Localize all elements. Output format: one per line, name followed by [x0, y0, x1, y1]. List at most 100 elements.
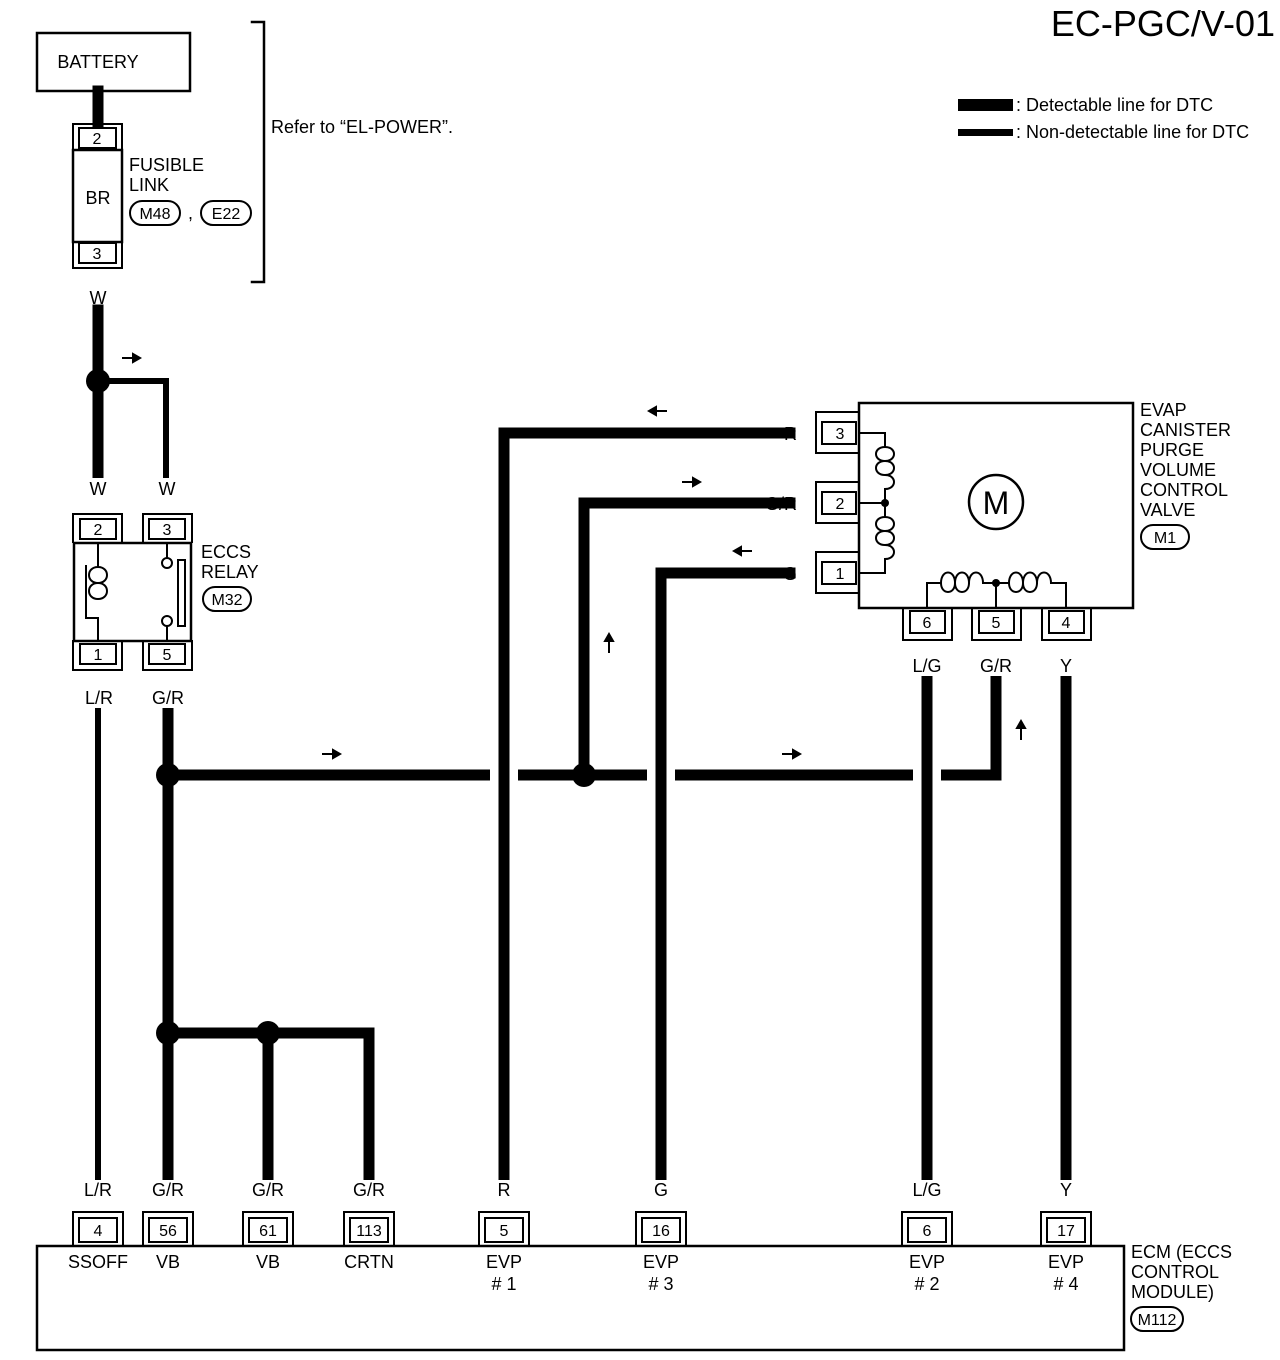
- ecm-connector-shell: [142, 1211, 194, 1247]
- fuse-conn-b-badge: [200, 200, 252, 226]
- ecm-wire-label: G: [654, 1180, 668, 1200]
- ecm-pin-number: 6: [923, 1223, 932, 1240]
- wire-label-lr-top: L/R: [85, 688, 113, 708]
- fuse-conn-a: M48: [139, 206, 170, 223]
- ecm-pin-number: 17: [1057, 1223, 1075, 1240]
- ecm-pin-box: [78, 1217, 118, 1243]
- refer-bracket: [250, 20, 266, 284]
- wire-label-w-top: W: [90, 288, 107, 308]
- ecm-pin-number: 4: [94, 1223, 103, 1240]
- valve-lead-4: [1050, 582, 1067, 609]
- valve-conn: M1: [1154, 530, 1176, 547]
- splice-gr-valve: [572, 763, 596, 787]
- wire-gr-bus: [162, 674, 1002, 781]
- relay-body: [72, 541, 193, 643]
- ecm-pin-number: 61: [259, 1223, 277, 1240]
- ecm-label-2: CONTROL: [1131, 1262, 1219, 1282]
- ecm-pin-number: 5: [500, 1223, 509, 1240]
- fuse-pin-top-box: [78, 127, 117, 149]
- relay-label-2: RELAY: [201, 562, 259, 582]
- relay-conn-p5: [142, 640, 193, 671]
- splice-w: [86, 369, 110, 393]
- fuse-conn-separator: ,: [188, 203, 193, 223]
- fuse-conn-bottom: [72, 241, 123, 269]
- ecm-terminal-name: SSOFF: [68, 1252, 128, 1272]
- relay-p5-box: [148, 643, 186, 665]
- arrow-right-3: [782, 748, 803, 760]
- valve-coil-lower: [875, 515, 895, 561]
- ecm-pin-number: 16: [652, 1223, 670, 1240]
- battery-box: [35, 31, 192, 93]
- relay-conn: M32: [211, 592, 242, 609]
- label-bg: [1054, 654, 1078, 676]
- splice-gr-crtn: [256, 1021, 280, 1045]
- ecm: L/R4SSOFFG/R56VBG/R61VBG/R113CRTNR5EVP# …: [35, 1180, 1232, 1352]
- relay-pin-2: 2: [94, 522, 103, 539]
- valve-lead-1: [858, 558, 886, 574]
- ecm-terminal-sub: # 3: [648, 1274, 673, 1294]
- ecm-terminal-name: VB: [156, 1252, 180, 1272]
- valve-pin-3-box: [821, 421, 857, 445]
- valve-pin-2-box: [821, 491, 857, 515]
- legend: : Detectable line for DTC : Non-detectab…: [958, 95, 1249, 142]
- relay-coil-lead-bottom: [85, 565, 99, 642]
- ecm-body: [35, 1244, 1126, 1352]
- ecm-wire-label: L/G: [912, 1180, 941, 1200]
- valve-conn-3: [815, 411, 859, 454]
- wire-label-w-right: W: [159, 479, 176, 499]
- valve-conn-5: [971, 607, 1022, 641]
- valve-pin-6-box: [909, 610, 946, 634]
- relay-switch-arm: [177, 559, 186, 627]
- wire-w-right: [95, 378, 169, 478]
- wire-label-r-valve: R: [784, 424, 797, 444]
- fuse-color: BR: [85, 188, 110, 208]
- label-bg: [976, 654, 1016, 676]
- ecm-label-1: ECM (ECCS: [1131, 1242, 1232, 1262]
- arrow-left-2: [731, 545, 752, 557]
- legend-detectable-label: : Detectable line for DTC: [1016, 95, 1213, 115]
- relay-conn-p3: [142, 513, 193, 543]
- valve-label-1: EVAP: [1140, 400, 1187, 420]
- fuse-pin-top: 2: [93, 131, 102, 148]
- relay-contact-bottom: [161, 615, 173, 627]
- ecm-terminal-name: EVP: [643, 1252, 679, 1272]
- ecm-pin-box: [907, 1217, 947, 1243]
- evap-valve: 3 2 1 M 6 5 4 EVAP: [815, 400, 1231, 641]
- wire-label-g-valve: G: [783, 564, 797, 584]
- page-title: EC-PGC/V-01: [1051, 3, 1275, 44]
- ecm-connector-shell: [72, 1211, 124, 1247]
- ecm-connector-shell: [901, 1211, 953, 1247]
- ecm-pin-box: [641, 1217, 681, 1243]
- valve-pin-3: 3: [836, 426, 845, 443]
- wire-crtn: [162, 1027, 375, 1184]
- relay-conn-p1: [72, 640, 123, 671]
- ecm-connector-shell: [635, 1211, 687, 1247]
- valve-label-5: CONTROL: [1140, 480, 1228, 500]
- ecm-wire-label: Y: [1060, 1180, 1072, 1200]
- arrow-left-1: [646, 405, 667, 417]
- relay-p1-box: [79, 643, 117, 665]
- ecm-conn-badge: [1130, 1306, 1184, 1332]
- fuse-conn-a-badge: [129, 200, 181, 226]
- ecm-terminal-name: EVP: [1048, 1252, 1084, 1272]
- valve-label-3: PURGE: [1140, 440, 1204, 460]
- label-bg: [146, 1180, 190, 1202]
- wire-label-lg-valve: L/G: [912, 656, 941, 676]
- fuse-pin-bottom-box: [78, 242, 117, 264]
- label-bg: [148, 686, 188, 708]
- ecm-label-3: MODULE): [1131, 1282, 1214, 1302]
- arrow-up-2: [1015, 718, 1027, 740]
- ecm-wire-label: G/R: [252, 1180, 284, 1200]
- label-bg: [246, 1180, 290, 1202]
- relay-p3-box: [148, 518, 186, 540]
- ecm-conn: M112: [1138, 1312, 1177, 1329]
- label-bg: [156, 478, 178, 498]
- relay-p2-box: [79, 518, 117, 540]
- valve-coil-htap: [992, 579, 1000, 587]
- valve-pin-5: 5: [992, 615, 1001, 632]
- fuse-pin-bottom: 3: [93, 246, 102, 263]
- relay-coil: [88, 565, 108, 601]
- ecm-wire-label: L/R: [84, 1180, 112, 1200]
- valve-conn-badge: [1140, 524, 1190, 550]
